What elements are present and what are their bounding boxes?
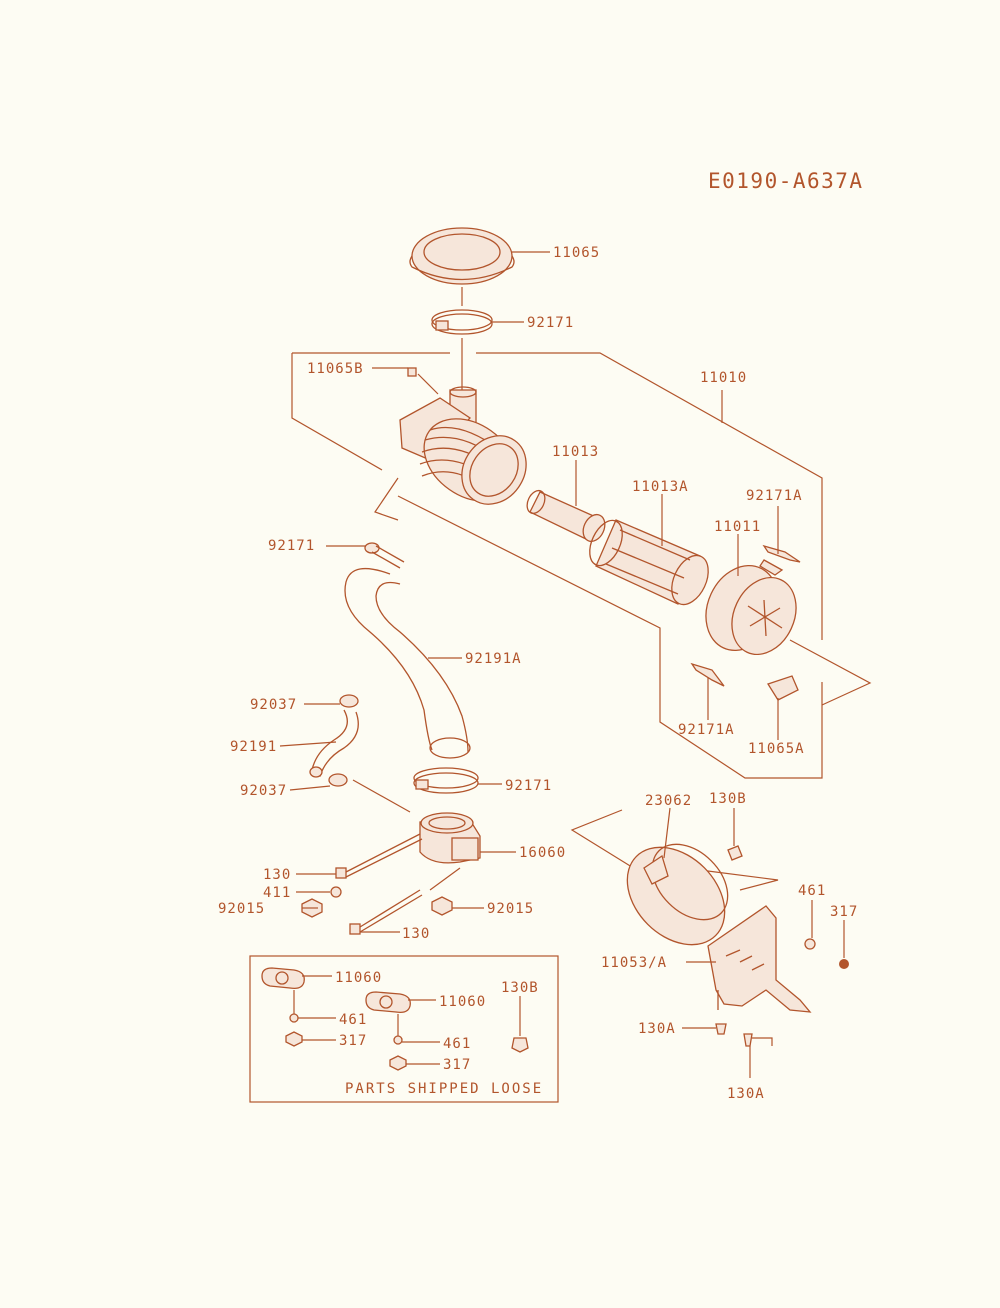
label-92191a: 92191A xyxy=(465,651,522,667)
clip-92037-low xyxy=(328,773,348,787)
diagram-code: E0190-A637A xyxy=(708,169,864,193)
washer-411 xyxy=(330,886,342,898)
label-92171a-low: 92171A xyxy=(678,722,735,738)
label-11065a: 11065A xyxy=(748,741,805,757)
label-92037-top: 92037 xyxy=(250,697,297,713)
band-23062 xyxy=(626,843,729,946)
label-411: 411 xyxy=(263,885,291,901)
cover-11011 xyxy=(705,559,797,656)
element-11013a xyxy=(589,519,709,606)
valve-11065a xyxy=(767,675,799,701)
label-317-a: 317 xyxy=(339,1033,367,1049)
hose-92191a xyxy=(344,567,471,759)
leader-lines xyxy=(279,251,845,1078)
washer-461-b xyxy=(393,1035,403,1045)
label-92191: 92191 xyxy=(230,739,277,755)
label-11010: 11010 xyxy=(700,370,747,386)
label-11013a: 11013A xyxy=(632,479,689,495)
loose-parts-box: PARTS SHIPPED LOOSE xyxy=(249,955,559,1103)
label-317-b: 317 xyxy=(443,1057,471,1073)
gasket-11060-a xyxy=(261,967,305,990)
cap-11065 xyxy=(409,227,515,285)
clamp-92171-mid xyxy=(413,767,479,794)
washer-461-a xyxy=(289,1013,299,1023)
label-130a-l: 130A xyxy=(638,1021,676,1037)
label-92171-top: 92171 xyxy=(527,315,574,331)
label-11053a: 11053/A xyxy=(601,955,667,971)
inner-element-11013 xyxy=(526,489,606,543)
label-92037-low: 92037 xyxy=(240,783,287,799)
bolt-130b-box xyxy=(511,1037,529,1053)
label-461-a: 461 xyxy=(339,1012,367,1028)
hose-92191 xyxy=(309,709,359,778)
assembly-bracket-lines xyxy=(291,352,872,891)
label-11065b: 11065B xyxy=(307,361,364,377)
clip-92171a-low xyxy=(690,662,725,687)
label-11060-a: 11060 xyxy=(335,970,382,986)
label-11065: 11065 xyxy=(553,245,600,261)
label-11011: 11011 xyxy=(714,519,761,535)
bracket-11053a xyxy=(707,905,812,1013)
label-11060-b: 11060 xyxy=(439,994,486,1010)
label-317-r: 317 xyxy=(830,904,858,920)
label-92171a-top: 92171A xyxy=(746,488,803,504)
washer-461-r xyxy=(804,938,816,950)
clip-92037-top xyxy=(339,694,359,708)
label-130b-box: 130B xyxy=(501,980,539,996)
air-cleaner-body xyxy=(399,367,527,505)
nut-317-r xyxy=(839,959,849,969)
label-11013: 11013 xyxy=(552,444,599,460)
label-130b-top: 130B xyxy=(709,791,747,807)
bolt-130-a xyxy=(335,833,423,879)
gasket-11060-b xyxy=(365,991,411,1014)
intake-16060 xyxy=(419,812,481,864)
nut-317-b xyxy=(389,1055,407,1071)
label-23062: 23062 xyxy=(645,793,692,809)
label-92015-l: 92015 xyxy=(218,901,265,917)
clamp-92171-top xyxy=(431,309,493,335)
label-16060: 16060 xyxy=(519,845,566,861)
label-461-r: 461 xyxy=(798,883,826,899)
label-92015-r: 92015 xyxy=(487,901,534,917)
bolt-130b-top xyxy=(727,845,743,861)
label-130a-b: 130A xyxy=(727,1086,765,1102)
bolt-130-b xyxy=(349,889,423,935)
valve-11065b xyxy=(407,367,417,377)
bolt-130a-b xyxy=(743,1033,753,1047)
part-labels: 11065 92171 11065B 11010 11013 11013A 92… xyxy=(218,245,858,1102)
label-92171-hose: 92171 xyxy=(268,538,315,554)
clip-92171a-top xyxy=(762,544,801,563)
label-130-b: 130 xyxy=(402,926,430,942)
loose-parts-note: PARTS SHIPPED LOOSE xyxy=(345,1081,543,1097)
label-130-a: 130 xyxy=(263,867,291,883)
nut-92015-r xyxy=(431,896,453,916)
label-461-b: 461 xyxy=(443,1036,471,1052)
bolt-130a-l xyxy=(715,1023,727,1035)
clamp-92171-hose xyxy=(364,542,405,569)
label-92171-mid: 92171 xyxy=(505,778,552,794)
nut-317-a xyxy=(285,1031,303,1047)
